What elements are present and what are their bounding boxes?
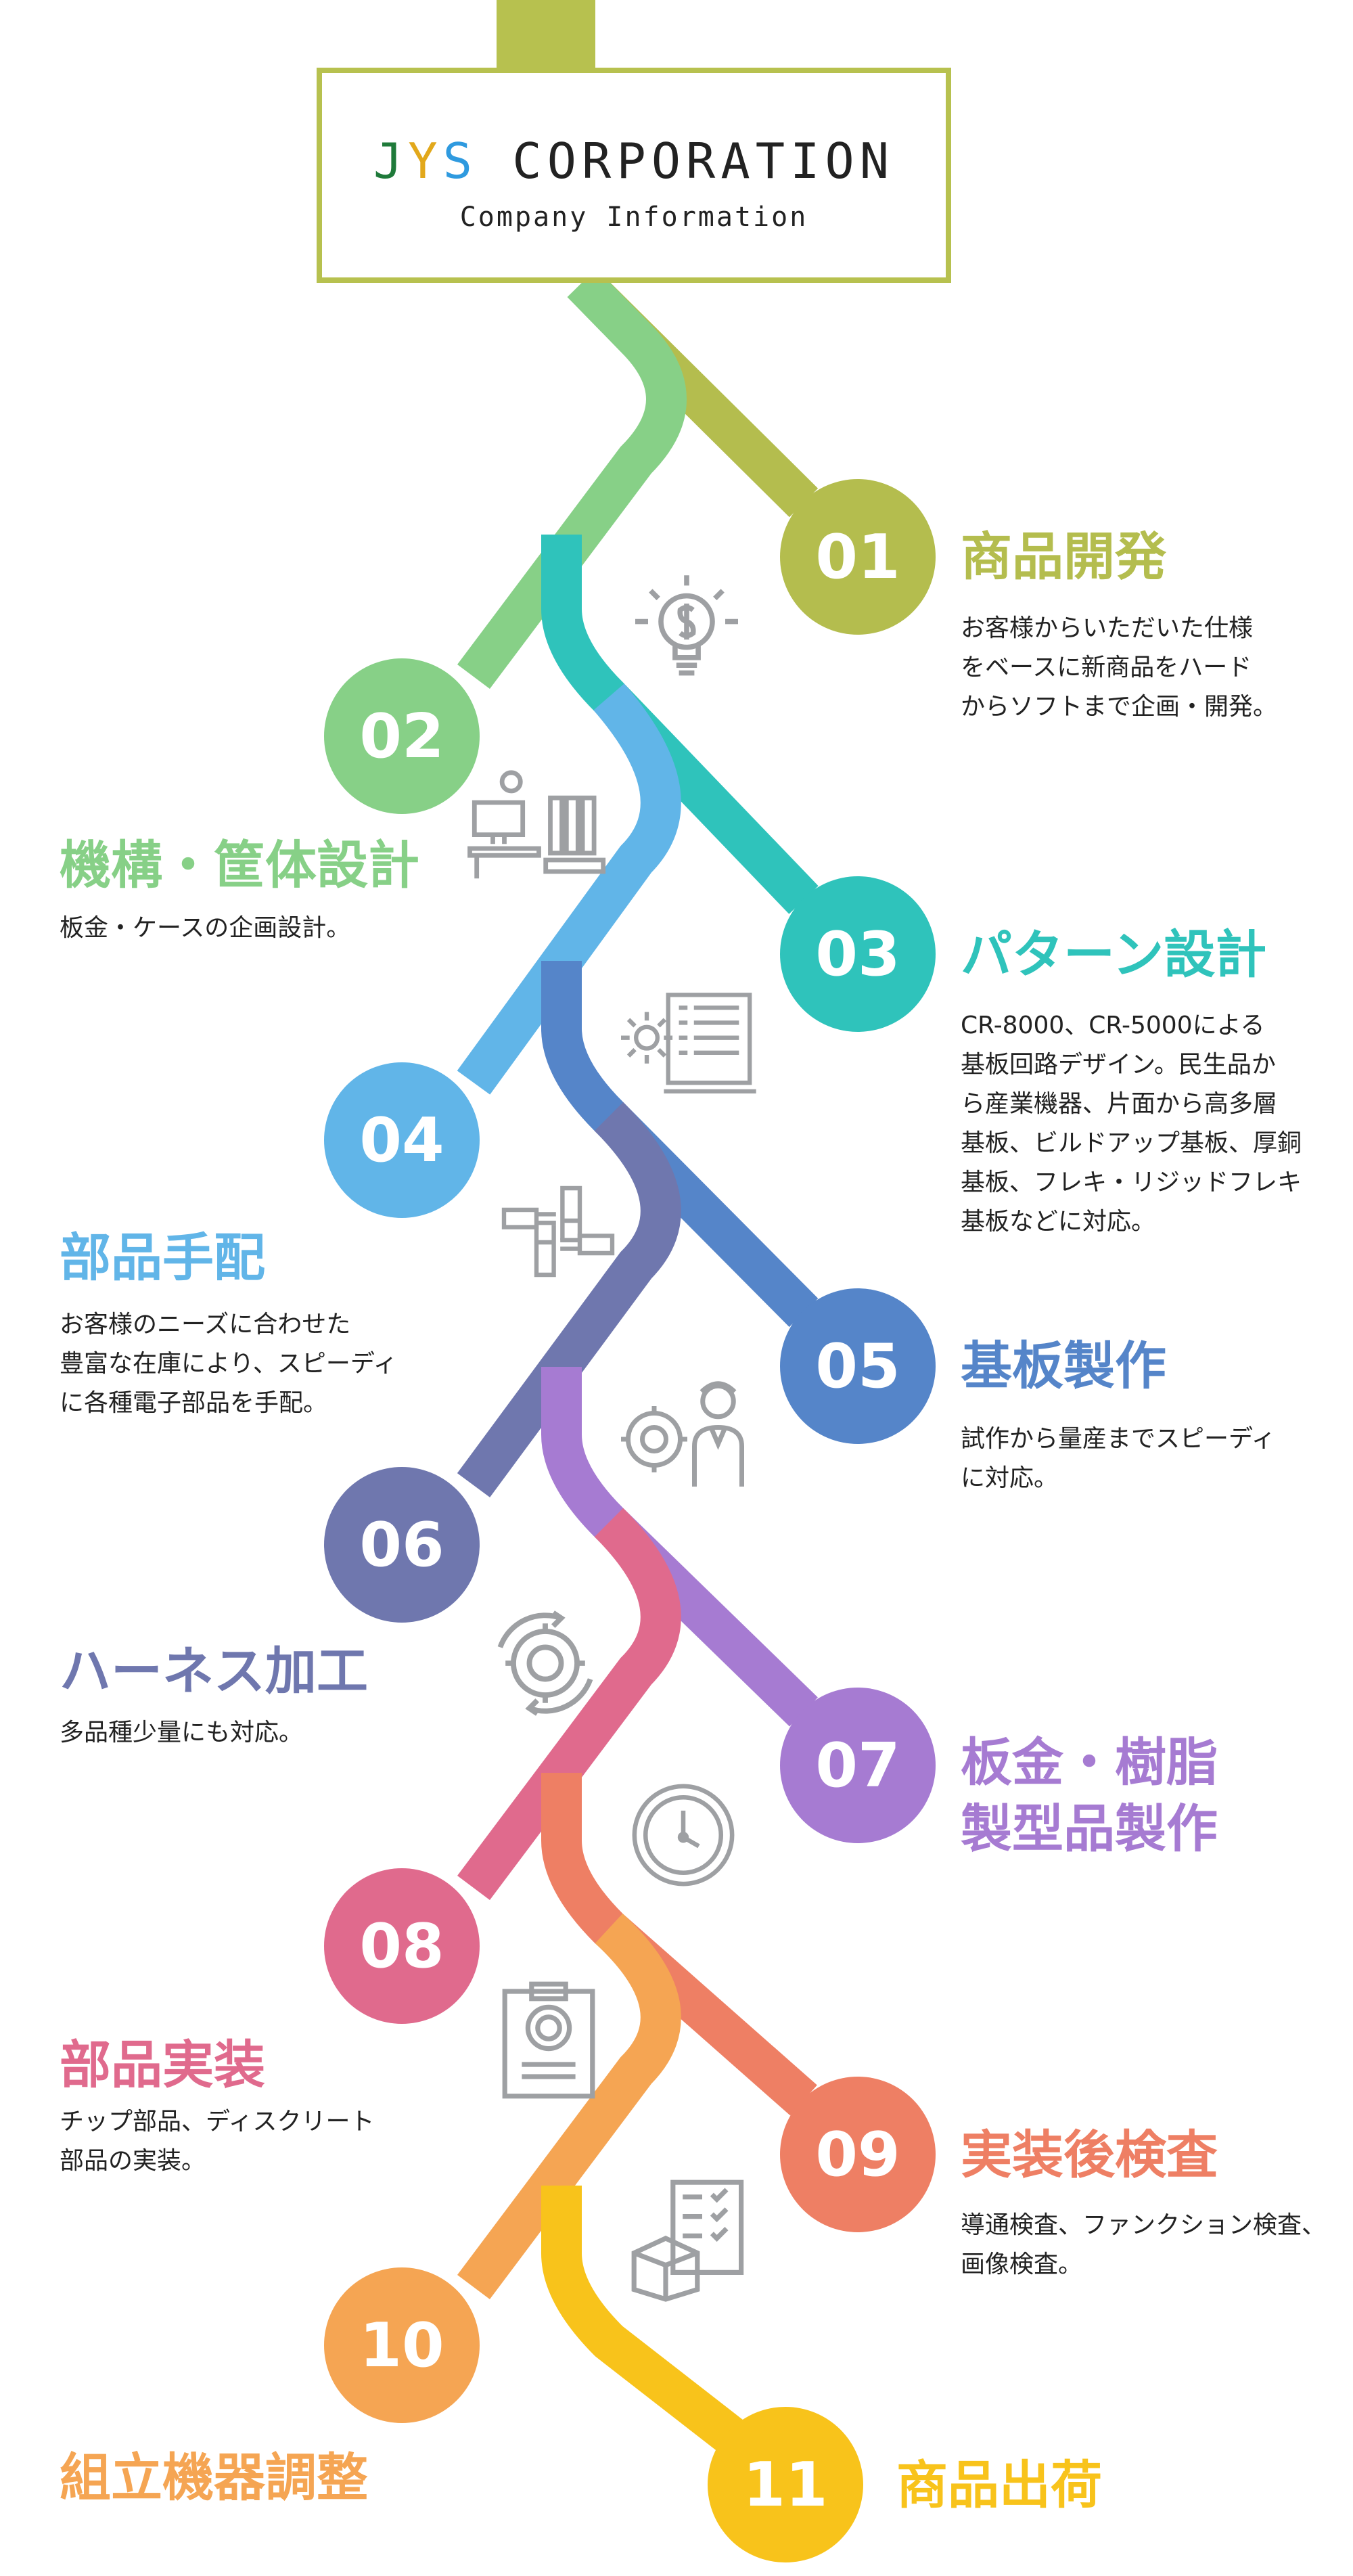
gear-engineer-icon bbox=[621, 1374, 763, 1495]
office-worker-icon bbox=[467, 768, 622, 883]
gear-document-icon bbox=[621, 988, 760, 1096]
step-number-11: 11 bbox=[708, 2407, 863, 2562]
gear-cycle-icon bbox=[479, 1597, 612, 1730]
company-name-rest: CORPORATION bbox=[477, 133, 895, 189]
clock-icon bbox=[628, 1780, 739, 1891]
company-subtitle: Company Information bbox=[459, 202, 808, 233]
step-description-04: お客様のニーズに合わせた 豊富な在庫により、スピーディ に各種電子部品を手配。 bbox=[60, 1311, 398, 1417]
step-number-08: 08 bbox=[324, 1868, 480, 2024]
ribbon-to-11 bbox=[541, 2186, 743, 2452]
step-title-10: 組立機器調整 bbox=[60, 2447, 368, 2508]
step-description-09: 導通検査、ファンクション検査、 画像検査。 bbox=[961, 2211, 1327, 2278]
step-number-04: 04 bbox=[324, 1062, 480, 1218]
step-description-08: チップ部品、ディスクリート 部品の実装。 bbox=[60, 2108, 375, 2175]
company-header: JYS CORPORATION Company Information bbox=[317, 68, 951, 283]
step-description-03: CR-8000、CR-5000による 基板回路デザイン。民生品か ら産業機器、片… bbox=[961, 1012, 1302, 1236]
logo-letter-j: J bbox=[373, 133, 409, 189]
logo-letter-s: S bbox=[442, 133, 478, 189]
ribbon-to-09 bbox=[541, 1773, 817, 2116]
clipboard-gear-icon bbox=[498, 1979, 599, 2101]
step-title-08: 部品実装 bbox=[60, 2035, 265, 2095]
checklist-box-icon bbox=[629, 2175, 751, 2302]
step-title-03: パターン設計 bbox=[961, 924, 1267, 985]
step-description-02: 板金・ケースの企画設計。 bbox=[60, 914, 351, 942]
logo-letter-y: Y bbox=[408, 133, 443, 189]
step-number-10: 10 bbox=[324, 2267, 480, 2423]
ribbon-to-08 bbox=[457, 1508, 681, 1900]
step-number-03: 03 bbox=[780, 876, 936, 1032]
lightbulb-dollar-icon bbox=[622, 562, 751, 697]
ribbon-to-10 bbox=[457, 1913, 681, 2299]
step-number-02: 02 bbox=[324, 658, 480, 814]
ribbon-to-07 bbox=[541, 1367, 818, 1727]
ribbon-to-06 bbox=[457, 1102, 681, 1497]
step-title-02: 機構・筐体設計 bbox=[60, 835, 419, 895]
step-title-05: 基板製作 bbox=[961, 1336, 1166, 1396]
ribbon-to-03 bbox=[541, 535, 819, 914]
ribbon-to-04 bbox=[457, 683, 681, 1095]
step-description-05: 試作から量産までスピーディ に対応。 bbox=[961, 1425, 1276, 1492]
step-description-06: 多品種少量にも対応。 bbox=[60, 1719, 304, 1746]
step-title-06: ハーネス加工 bbox=[60, 1641, 368, 1701]
top-connector bbox=[497, 0, 595, 70]
company-name: JYS CORPORATION bbox=[322, 133, 946, 189]
step-title-01: 商品開発 bbox=[961, 526, 1166, 587]
step-number-05: 05 bbox=[780, 1288, 936, 1444]
step-title-09: 実装後検査 bbox=[961, 2125, 1218, 2185]
step-title-11: 商品出荷 bbox=[896, 2455, 1102, 2515]
ribbon-to-02 bbox=[457, 269, 687, 689]
step-description-01: お客様からいただいた仕様 をベースに新商品をハード からソフトまで企画・開発。 bbox=[961, 614, 1278, 721]
teamwork-hands-icon bbox=[492, 1177, 624, 1286]
step-title-04: 部品手配 bbox=[60, 1227, 265, 1288]
step-number-09: 09 bbox=[780, 2077, 936, 2232]
step-number-07: 07 bbox=[780, 1688, 936, 1843]
step-number-01: 01 bbox=[780, 479, 936, 635]
step-title-07: 板金・樹脂 製型品製作 bbox=[961, 1732, 1218, 1859]
ribbon-to-05 bbox=[541, 961, 819, 1328]
step-number-06: 06 bbox=[324, 1467, 480, 1623]
